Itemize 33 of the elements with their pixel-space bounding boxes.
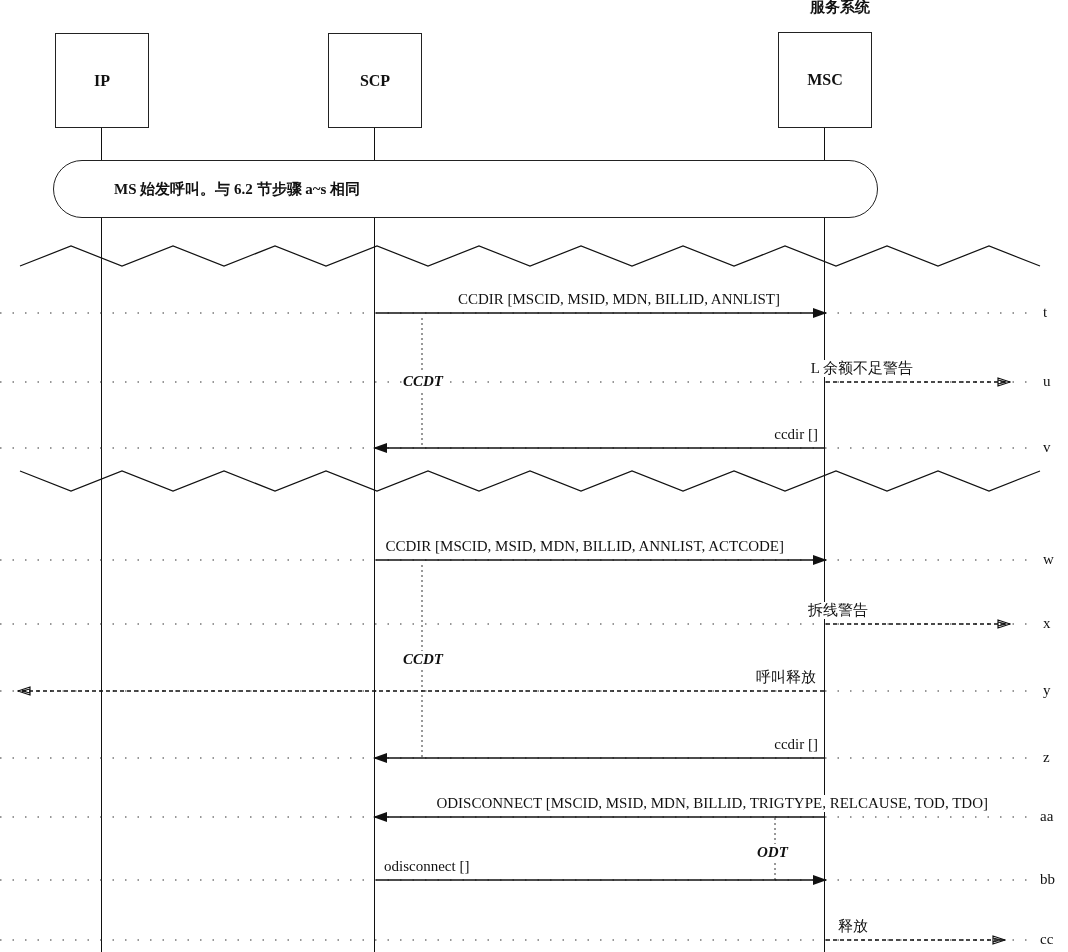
step-letter: t [1043, 304, 1048, 321]
message-label: 呼叫释放 [754, 669, 818, 686]
message-label: ccdir [] [772, 736, 820, 753]
entity-box: SCP [328, 33, 422, 128]
arrow [373, 812, 825, 822]
step-letter: v [1043, 439, 1051, 456]
timer-label: ODT [757, 844, 788, 861]
rounded-band: MS 始发呼叫。与 6.2 节步骤 a~s 相同 [53, 160, 878, 218]
arrow [375, 875, 827, 885]
entity-box: IP [55, 33, 149, 128]
step-letter: bb [1040, 871, 1055, 888]
message-label: L 余额不足警告 [808, 360, 915, 377]
message-label: ODISCONNECT [MSCID, MSID, MDN, BILLID, TRIGTYPE, RELCAUSE, TOD, TDO] [434, 795, 990, 812]
step-letter: y [1043, 682, 1051, 699]
message-label: CCDIR [MSCID, MSID, MDN, BILLID, ANNLIST, ACTCODE] [383, 538, 786, 555]
arrow [375, 308, 827, 318]
message-label: CCDIR [MSCID, MSID, MDN, BILLID, ANNLIST] [455, 291, 782, 308]
message-label: 释放 [836, 918, 870, 935]
message-label: odisconnect [] [382, 858, 472, 875]
arrow [373, 443, 825, 453]
arrow [373, 753, 825, 763]
step-letter: w [1043, 551, 1054, 568]
step-letter: z [1043, 749, 1050, 766]
message-label: ccdir [] [772, 426, 820, 443]
step-letter: u [1043, 373, 1051, 390]
step-letter: aa [1040, 808, 1054, 825]
timer-label: CCDT [403, 373, 443, 390]
message-label: 拆线警告 [806, 602, 870, 619]
arrow [375, 555, 827, 565]
step-letter: cc [1040, 931, 1054, 948]
timer-label: CCDT [403, 651, 443, 668]
entity-box: MSC [778, 32, 872, 128]
step-letter: x [1043, 615, 1051, 632]
